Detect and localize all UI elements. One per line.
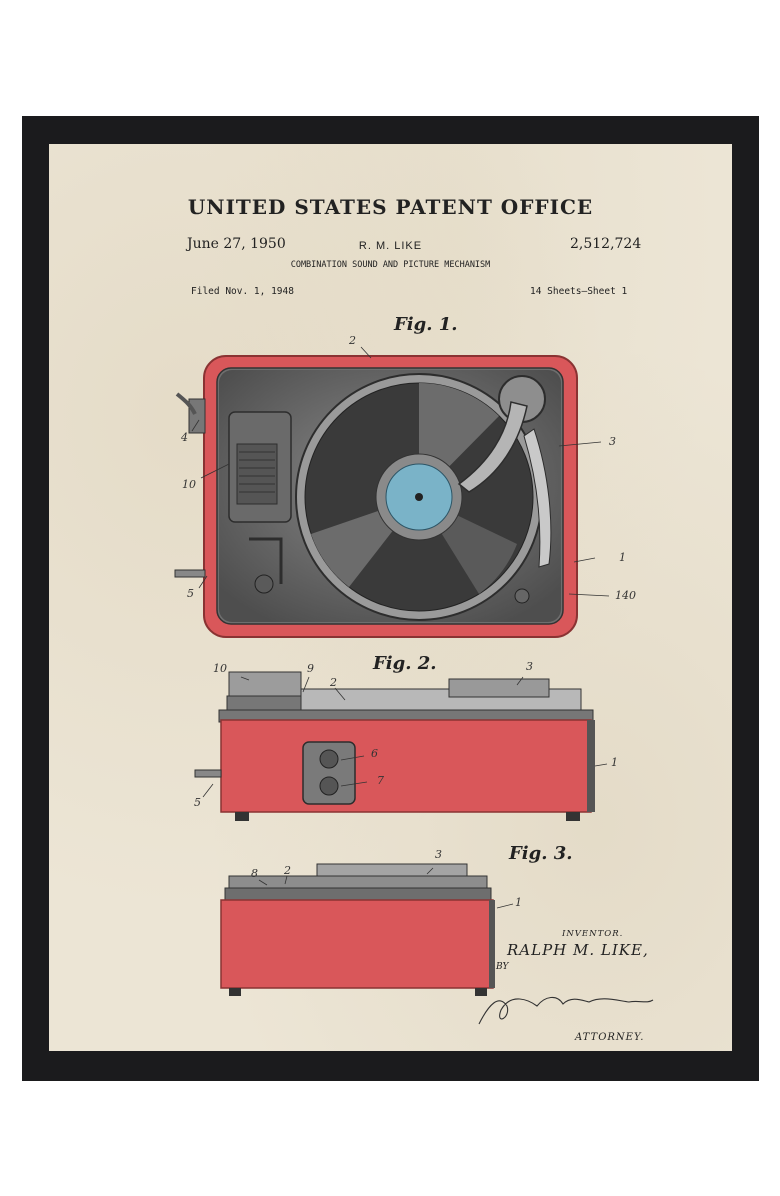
fig1-ref-5: 5 (187, 587, 194, 600)
fig1-label: Fig. 1. (394, 314, 458, 335)
fig1-power-cord (175, 392, 197, 415)
attorney-label: ATTORNEY. (575, 1032, 645, 1043)
fig1-ref-140: 140 (615, 589, 636, 602)
fig1-crank-knob (254, 574, 274, 594)
fig1-side-latch (188, 398, 206, 434)
fig2-ref-2: 2 (330, 676, 337, 689)
fig2-foot-right (566, 812, 580, 821)
patent-inventor-heading: R. M. LIKE (358, 240, 423, 252)
fig2-ref-7: 7 (377, 774, 384, 787)
fig2-turntable-front-view (194, 671, 595, 821)
fig1-speed-knob (514, 588, 530, 604)
fig2-knob-6 (319, 749, 339, 769)
fig1-spindle (415, 493, 423, 501)
fig3-foot-left (229, 988, 241, 996)
fig2-crank-shaft (194, 769, 222, 778)
fig2-control-panel (302, 741, 356, 805)
fig1-ref-3: 3 (609, 435, 616, 448)
turntable-drawings (174, 346, 654, 1025)
fig2-red-case (220, 719, 592, 813)
fig3-foot-right (475, 988, 487, 996)
by-label: BY (496, 962, 509, 972)
fig2-tonearm-side (448, 678, 550, 698)
fig2-label: Fig. 2. (373, 653, 437, 674)
attorney-signature (478, 996, 654, 1025)
fig3-case-edge (489, 900, 495, 988)
fig2-foot-left (235, 812, 249, 821)
picture-frame: UNITED STATES PATENT OFFICE June 27, 195… (22, 116, 759, 1081)
fig1-ref-10: 10 (182, 478, 196, 491)
fig1-crank-shaft (174, 569, 206, 578)
fig3-ref-8: 8 (251, 867, 258, 880)
fig3-ref-3: 3 (435, 848, 442, 861)
patent-number: 2,512,724 (570, 236, 642, 252)
inventor-name: RALPH M. LIKE, (507, 941, 649, 959)
fig2-ref-3: 3 (526, 660, 533, 673)
patent-filed-date: Filed Nov. 1, 1948 (191, 286, 294, 297)
fig1-ref-1: 1 (619, 551, 626, 564)
patent-sheet-count: 14 Sheets–Sheet 1 (530, 286, 628, 297)
fig3-ref-2: 2 (284, 864, 291, 877)
fig1-arm-rest (523, 428, 552, 568)
fig2-case-edge (587, 720, 595, 812)
patent-print: UNITED STATES PATENT OFFICE June 27, 195… (49, 144, 732, 1051)
fig2-knob-7 (319, 776, 339, 796)
fig1-ref-4: 4 (181, 431, 188, 444)
fig1-turntable-top-view (174, 355, 578, 638)
fig1-tonearm (457, 401, 528, 493)
patent-subtitle: COMBINATION SOUND AND PICTURE MECHANISM (290, 260, 491, 270)
fig2-ref-9: 9 (307, 662, 314, 675)
fig3-label: Fig. 3. (509, 843, 573, 864)
fig1-crank-arm (249, 537, 283, 584)
inventor-label: INVENTOR. (562, 929, 624, 939)
fig3-turntable-side-view (220, 863, 495, 996)
patent-office-title: UNITED STATES PATENT OFFICE (187, 195, 594, 219)
fig3-red-case (220, 899, 494, 989)
fig1-speaker-grille (236, 443, 278, 505)
fig1-ref-2: 2 (349, 334, 356, 347)
patent-date: June 27, 1950 (187, 236, 286, 252)
fig2-ref-10: 10 (213, 662, 227, 675)
fig3-ref-1: 1 (515, 896, 522, 909)
fig2-ref-1: 1 (611, 756, 618, 769)
fig2-ref-5: 5 (194, 796, 201, 809)
fig2-ref-6: 6 (371, 747, 378, 760)
